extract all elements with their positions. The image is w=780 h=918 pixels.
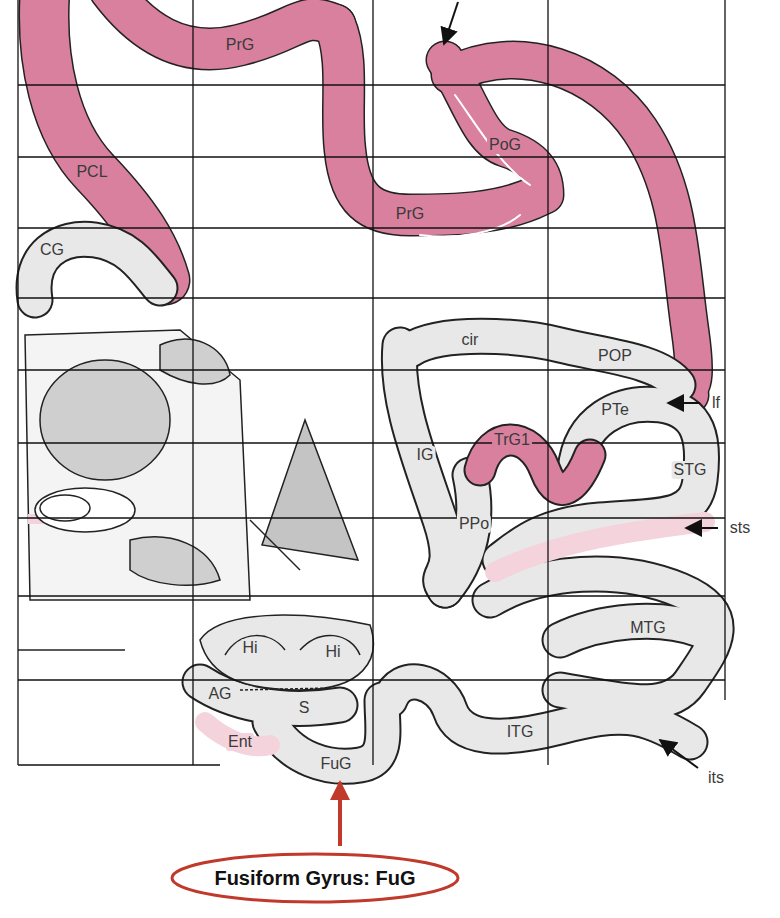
callout-arrow <box>340 782 341 846</box>
grid-lines <box>547 0 548 765</box>
region-label: IG <box>415 446 436 464</box>
sulcus-arrows <box>444 2 718 768</box>
callout-arrow <box>338 782 342 846</box>
subcortical-structures <box>250 520 300 570</box>
grid-lines <box>18 679 725 680</box>
region-label: POP <box>596 347 634 365</box>
grid-lines <box>17 0 18 765</box>
region-label: ITG <box>505 723 536 741</box>
region-label: PTe <box>599 401 631 419</box>
grey-gyri <box>34 239 716 766</box>
region-label: sts <box>728 519 752 537</box>
subcortical-structures <box>35 488 135 532</box>
grid-lines <box>18 764 220 765</box>
hippocampus <box>200 615 373 690</box>
region-label: CG <box>38 241 66 259</box>
grid-lines <box>192 0 193 765</box>
grey-gyri <box>34 239 716 766</box>
region-label: Hi <box>323 643 342 661</box>
region-label: STG <box>672 461 709 479</box>
grid-lines <box>18 595 725 596</box>
grid-lines <box>18 442 725 443</box>
region-label: MTG <box>628 619 668 637</box>
grid-lines <box>18 517 725 518</box>
region-label: its <box>706 769 726 787</box>
grey-gyri <box>34 239 716 766</box>
region-label: PrG <box>394 205 426 223</box>
region-label: PPo <box>457 515 491 533</box>
subcortical-structures <box>40 495 90 521</box>
subcortical-structures <box>262 420 358 560</box>
grey-gyri <box>34 239 160 300</box>
grid-lines <box>18 84 725 85</box>
region-label: Hi <box>240 639 259 657</box>
sulcus-arrows <box>660 740 698 768</box>
grey-gyri <box>490 574 716 702</box>
region-label: PCL <box>74 163 109 181</box>
grey-gyri <box>399 345 447 590</box>
sulcus-arrows <box>668 402 700 404</box>
region-label: TrG1 <box>492 431 532 449</box>
subcortical-structures <box>18 330 358 650</box>
grey-gyri <box>34 239 160 300</box>
grid-lines <box>18 297 725 298</box>
motor-cortex <box>420 215 520 236</box>
callout-ellipse: Fusiform Gyrus: FuG <box>169 851 461 905</box>
grey-gyri <box>490 574 716 702</box>
region-label: lf <box>710 394 722 412</box>
grid-lines <box>372 0 373 765</box>
hippocampus <box>240 688 330 690</box>
hippocampus <box>200 615 373 690</box>
grey-gyri <box>495 522 705 572</box>
region-label: Ent <box>226 733 254 751</box>
callout-text-block: Fusiform Gyrus: FuG <box>214 866 415 890</box>
motor-cortex <box>455 95 530 185</box>
region-label: S <box>297 699 312 717</box>
grid-lines <box>724 0 725 700</box>
motor-cortex <box>110 0 335 49</box>
grid-lines <box>18 369 725 370</box>
region-label: AG <box>206 685 233 703</box>
region-label: PrG <box>224 36 256 54</box>
grey-gyri <box>399 345 447 590</box>
ellipse-outline <box>172 854 458 902</box>
subcortical-structures <box>18 649 125 651</box>
sulcus-arrows <box>444 2 458 44</box>
grid-lines <box>18 227 725 228</box>
grey-gyri <box>410 336 678 385</box>
region-label: FuG <box>318 755 353 773</box>
region-label: cir <box>460 331 481 349</box>
motor-cortex <box>110 0 335 49</box>
grey-gyri <box>410 336 678 385</box>
subcortical-structures <box>130 537 220 585</box>
sulcus-arrows <box>686 527 718 529</box>
grid-lines <box>18 0 725 765</box>
region-label: PoG <box>487 136 523 154</box>
subcortical-structures <box>40 360 170 480</box>
grid-lines <box>18 156 725 157</box>
motor-cortex <box>420 95 530 236</box>
callout-text: Fusiform Gyrus: FuG <box>214 866 415 890</box>
grey-gyri <box>390 682 690 742</box>
subcortical-structures <box>160 339 230 384</box>
